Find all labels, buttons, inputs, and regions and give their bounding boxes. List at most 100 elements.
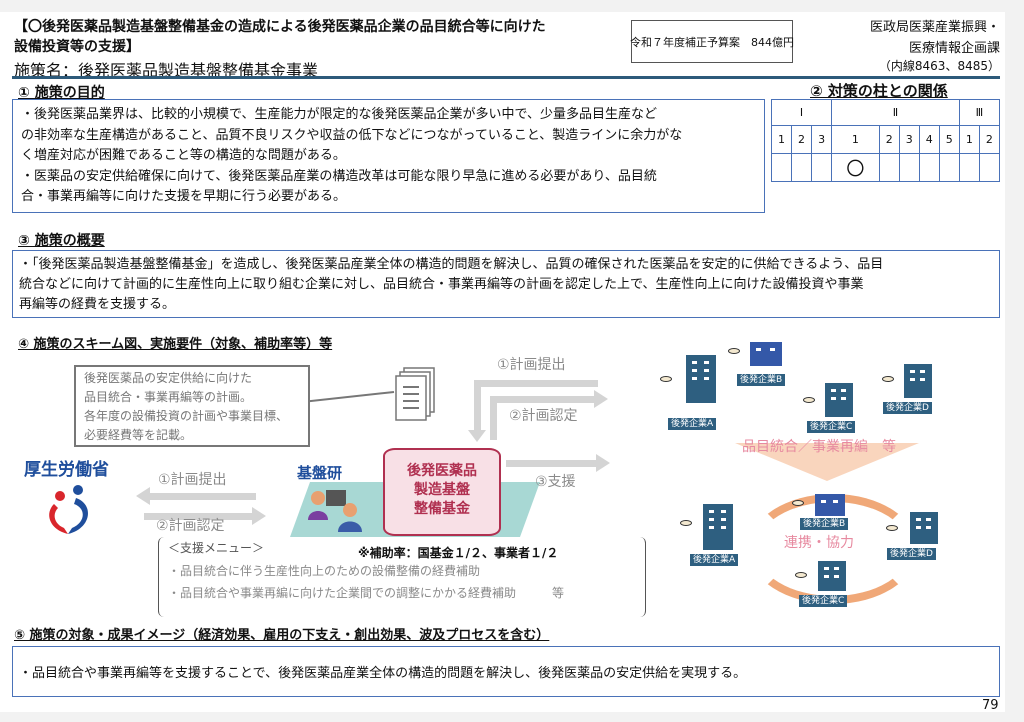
pillar-number: 5	[938, 125, 960, 154]
overview-line: 再編等の経費を支援する。	[19, 297, 176, 312]
coin-icon	[660, 376, 672, 382]
callout-line: 後発医薬品の安定供給に向けた	[84, 371, 253, 385]
mhlw-logo-icon	[49, 485, 88, 534]
staff-icon	[308, 490, 362, 532]
pillar-number: 1	[958, 125, 980, 154]
pillar-group: Ⅰ	[770, 99, 833, 126]
purpose-line: の非効率な生産構造があること、品質不良リスクや収益の低下などにつながっていること…	[21, 127, 683, 143]
pillar-mark	[918, 153, 940, 182]
pillar-mark	[878, 153, 900, 182]
purpose-box: ・後発医薬品業界は、比較的小規模で、生産能力が限定的な後発医薬品企業が多い中で、…	[12, 99, 765, 213]
building-icon	[686, 355, 716, 403]
arrow-down-icon	[468, 430, 486, 442]
company-label-a: 後発企業A	[690, 554, 739, 566]
support-menu-title: ＜支援メニュー＞	[168, 541, 265, 555]
slide-page: 【〇後発医薬品製造基盤整備基金の造成による後発医薬品企業の品目統合等に向けた 設…	[0, 12, 1005, 713]
arrow-right-icon	[252, 507, 266, 525]
purpose-line: 合・事業再編等に向けた支援を早期に行う必要がある。	[21, 189, 347, 204]
company-label-b: 後発企業B	[800, 518, 849, 530]
building-icon	[825, 383, 853, 417]
building-icon	[815, 494, 845, 516]
overview-line: 統合などに向けて計画的に生産性向上に取り組む企業に対し、品目統合・事業再編等の計…	[19, 277, 864, 292]
pillar-number: 1	[770, 125, 793, 154]
arrow-left-icon	[136, 487, 150, 505]
coin-icon	[886, 525, 898, 531]
callout-line: 各年度の設備投資の計画や事業目標、	[84, 409, 289, 423]
section4-heading: ④ 施策のスキーム図、実施要件（対象、補助率等）等	[18, 337, 333, 352]
support-menu-item: ・品目統合や事業再編に向けた企業間での調整にかかる経費補助 等	[168, 586, 565, 600]
callout-line: 必要経費等を記載。	[84, 428, 193, 442]
coin-icon	[792, 500, 804, 506]
section2-heading: ② 対策の柱との関係	[810, 82, 948, 100]
company-label-a: 後発企業A	[668, 418, 717, 430]
company-label-c: 後発企業C	[799, 595, 848, 607]
pillar-mark	[938, 153, 960, 182]
cooperation-label: 連携・協力	[784, 535, 854, 551]
fund-line: 後発医薬品	[407, 463, 477, 479]
company-label-d: 後発企業D	[887, 548, 936, 560]
pillar-number: 2	[878, 125, 900, 154]
title-line2: 設備投資等の支援】	[14, 39, 140, 55]
pillar-number: 4	[918, 125, 940, 154]
purpose-line: ・医薬品の安定供給確保に向けて、後発医薬品産業の構造改革は可能な限り早急に進める…	[21, 168, 657, 184]
subsidy-rate: ※補助率：国基金１/２、事業者１/２	[358, 546, 559, 560]
coin-icon	[882, 376, 894, 382]
arrow-right-icon	[594, 390, 608, 408]
purpose-line: く増産対応が困難であること等の構造的な問題がある。	[21, 148, 346, 163]
overview-line: ・「後発医薬品製造基盤整備基金」を造成し、後発医薬品産業全体の構造的問題を解決し…	[19, 257, 884, 272]
coin-icon	[680, 520, 692, 526]
pillar-number: 2	[978, 125, 1001, 154]
overview-box: ・「後発医薬品製造基盤整備基金」を造成し、後発医薬品産業全体の構造的問題を解決し…	[12, 250, 1000, 318]
right-submit-label: ①計画提出	[497, 357, 566, 373]
mhlw-label: 厚生労働省	[24, 460, 109, 480]
pillar-mark	[898, 153, 920, 182]
support-label: ③支援	[535, 474, 576, 490]
consolidation-arrow	[735, 443, 919, 481]
title-line1: 【〇後発医薬品製造基盤整備基金の造成による後発医薬品企業の品目統合等に向けた	[14, 19, 546, 35]
pillar-mark	[958, 153, 980, 182]
section1-heading: ① 施策の目的	[18, 85, 105, 101]
building-icon	[818, 561, 846, 591]
consolidation-label: 品目統合／事業再編 等	[742, 439, 896, 455]
budget-box: 令和７年度補正予算案 844億円	[630, 20, 794, 63]
pillar-number: 1	[831, 125, 880, 154]
pillar-mark	[770, 153, 793, 182]
kibanken-label: 基盤研	[297, 464, 343, 482]
fund-line: 製造基盤	[414, 482, 470, 498]
coin-icon	[795, 572, 807, 578]
support-menu-item: ・品目統合に伴う生産性向上のための設備整備の経費補助	[168, 564, 481, 578]
section5-heading: ⑤ 施策の対象・成果イメージ（経済効果、雇用の下支え・創出効果、波及プロセスを含…	[14, 628, 550, 643]
building-icon	[910, 512, 938, 544]
pillar-number: 3	[898, 125, 920, 154]
fund-line: 整備基金	[414, 501, 470, 517]
building-icon	[703, 504, 733, 550]
dept-line3: （内線8463、8485）	[878, 59, 1000, 73]
section3-heading: ③ 施策の概要	[18, 233, 105, 249]
pillar-number: 3	[811, 125, 833, 154]
pillar-group: Ⅱ	[831, 99, 960, 126]
left-approve-label: ②計画認定	[156, 518, 225, 534]
arrow-right-icon	[596, 454, 610, 472]
left-submit-label: ①計画提出	[158, 472, 227, 488]
coin-icon	[803, 397, 815, 403]
coin-icon	[728, 348, 740, 354]
fund-cylinder: 後発医薬品 製造基盤 整備基金	[383, 448, 501, 536]
outcome-text: ・品目統合や事業再編等を支援することで、後発医薬品産業全体の構造的問題を解決し、…	[19, 666, 747, 681]
pillar-number: 2	[791, 125, 813, 154]
pillar-mark: 〇	[831, 153, 880, 182]
document-icon	[256, 367, 435, 421]
header-divider	[12, 76, 1000, 79]
pillar-mark	[978, 153, 1001, 182]
pillar-group: Ⅲ	[958, 99, 1001, 126]
page-number: 79	[982, 698, 999, 713]
plan-callout: 後発医薬品の安定供給に向けた 品目統合・事業再編等の計画。 各年度の設備投資の計…	[74, 365, 310, 447]
company-label-c: 後発企業C	[807, 421, 856, 433]
dept-line1: 医政局医薬産業振興・	[869, 20, 1000, 35]
building-icon	[750, 342, 782, 366]
company-label-d: 後発企業D	[883, 402, 932, 414]
dept-line2: 医療情報企画課	[908, 41, 1000, 56]
building-icon	[904, 364, 932, 398]
purpose-line: ・後発医薬品業界は、比較的小規模で、生産能力が限定的な後発医薬品企業が多い中で、…	[21, 107, 657, 122]
callout-line: 品目統合・事業再編等の計画。	[84, 390, 253, 404]
